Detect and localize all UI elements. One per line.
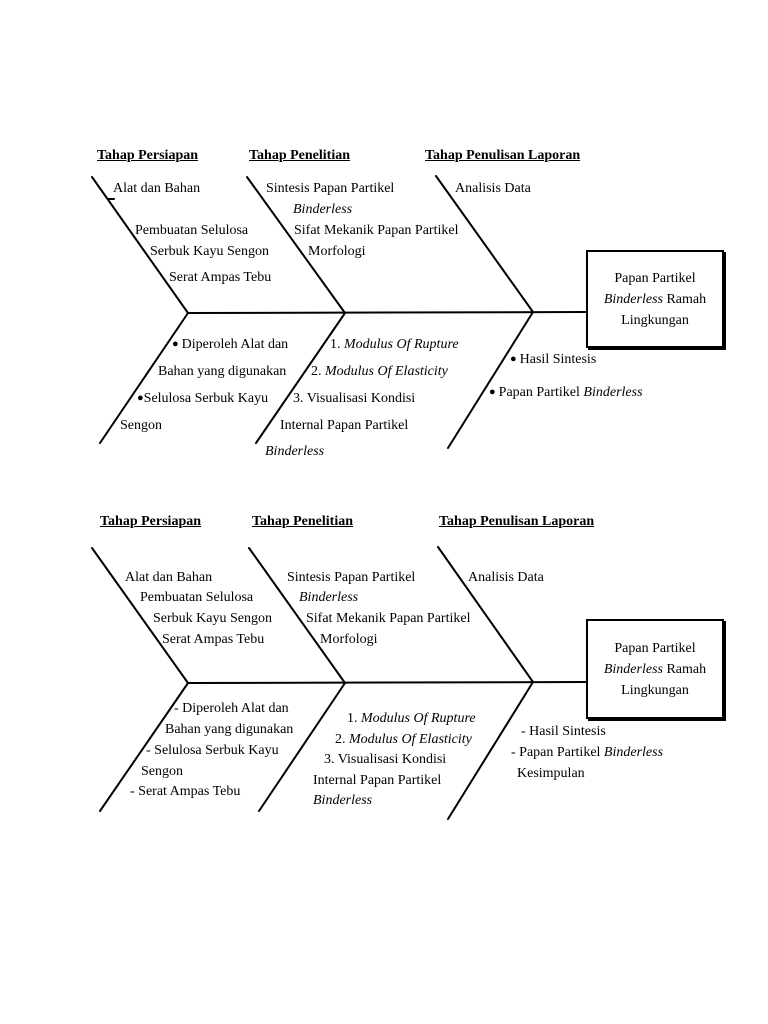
persiapan-top-item: Pembuatan Selulosa: [135, 223, 249, 238]
persiapan-bottom-item: ●Diperoleh Alat dan: [172, 337, 289, 352]
head-line-1: Papan Partikel: [614, 270, 696, 286]
fishbone-diagram-1: Tahap Persiapan Tahap Penelitian Tahap P…: [0, 140, 768, 500]
header-tahap-persiapan: Tahap Persiapan: [97, 148, 199, 163]
bone-laporan-bottom: [447, 311, 534, 449]
penelitian-bottom-item: 1. Modulus Of Rupture: [347, 711, 476, 726]
persiapan-bottom-item: Sengon: [141, 764, 183, 779]
bone-laporan-top: [437, 546, 534, 683]
fishbone-lines: [91, 175, 587, 449]
bone-persiapan-bottom: [99, 312, 189, 444]
persiapan-bottom-item: Bahan yang digunakan: [158, 364, 287, 379]
spine-line: [187, 681, 587, 684]
fish-head-box: Papan Partikel Binderless Ramah Lingkung…: [586, 619, 724, 719]
laporan-bottom-item: Kesimpulan: [517, 766, 585, 781]
persiapan-top-item: Pembuatan Selulosa: [140, 590, 254, 605]
penelitian-top-item: Morfologi: [320, 632, 378, 647]
header-tahap-persiapan: Tahap Persiapan: [100, 514, 202, 529]
penelitian-bottom-item: Binderless: [313, 793, 373, 808]
penelitian-top-item: Sifat Mekanik Papan Partikel: [294, 223, 459, 238]
persiapan-top-item: Alat dan Bahan: [125, 570, 213, 585]
bullet-icon: ●: [510, 353, 517, 365]
penelitian-top-item: Sintesis Papan Partikel: [266, 181, 395, 196]
penelitian-top-item: Binderless: [293, 202, 353, 217]
head-line-2: Binderless Ramah: [603, 291, 707, 307]
header-tahap-penulisan-laporan: Tahap Penulisan Laporan: [425, 148, 581, 163]
penelitian-top-item: Sintesis Papan Partikel: [287, 570, 416, 585]
penelitian-bottom-item: Internal Papan Partikel: [313, 773, 442, 788]
persiapan-top-item: Serat Ampas Tebu: [169, 270, 272, 285]
laporan-bottom-item: - Hasil Sintesis: [521, 724, 606, 739]
laporan-bottom-item: ●Papan Partikel Binderless: [489, 385, 643, 400]
bullet-icon: ●: [172, 338, 179, 350]
penelitian-bottom-item: 2. Modulus Of Elasticity: [335, 732, 472, 747]
penelitian-top-item: Sifat Mekanik Papan Partikel: [306, 611, 471, 626]
penelitian-bottom-item: Internal Papan Partikel: [280, 418, 409, 433]
laporan-top-item: Analisis Data: [455, 181, 531, 196]
penelitian-top-item: Binderless: [299, 590, 359, 605]
fishbone-diagram-2: Tahap Persiapan Tahap Penelitian Tahap P…: [0, 505, 768, 865]
persiapan-top-item: Serat Ampas Tebu: [162, 632, 265, 647]
fishbone-lines: [91, 546, 587, 820]
header-tahap-penelitian: Tahap Penelitian: [249, 148, 351, 163]
laporan-bottom-item: ●Hasil Sintesis: [510, 352, 597, 367]
header-tahap-penulisan-laporan: Tahap Penulisan Laporan: [439, 514, 595, 529]
bone-persiapan-top: [91, 547, 189, 684]
bone-penelitian-bottom: [255, 312, 346, 444]
penelitian-bottom-item: Binderless: [265, 444, 325, 459]
persiapan-bottom-item: ●Selulosa Serbuk Kayu: [137, 391, 269, 406]
penelitian-bottom-item: 2. Modulus Of Elasticity: [311, 364, 448, 379]
persiapan-bottom-item: - Serat Ampas Tebu: [130, 784, 241, 799]
bone-laporan-bottom: [447, 681, 534, 820]
persiapan-bottom-item: Sengon: [120, 418, 162, 433]
head-line-1: Papan Partikel: [614, 640, 696, 656]
penelitian-bottom-item: 3. Visualisasi Kondisi: [293, 391, 416, 406]
header-tahap-penelitian: Tahap Penelitian: [252, 514, 354, 529]
laporan-bottom-item: - Papan Partikel Binderless: [511, 745, 664, 760]
penelitian-top-item: Morfologi: [308, 244, 366, 259]
bone-penelitian-top: [246, 176, 346, 314]
persiapan-top-item: Serbuk Kayu Sengon: [153, 611, 272, 626]
penelitian-bottom-item: 1. Modulus Of Rupture: [330, 337, 459, 352]
persiapan-top-item: Alat dan Bahan: [113, 181, 201, 196]
head-line-2: Binderless Ramah: [603, 661, 707, 677]
bone-penelitian-top: [248, 547, 346, 684]
head-line-3: Lingkungan: [621, 682, 689, 698]
bullet-icon: ●: [489, 386, 496, 398]
persiapan-top-item: Serbuk Kayu Sengon: [150, 244, 269, 259]
bone-laporan-top: [435, 175, 534, 313]
persiapan-bottom-item: Bahan yang digunakan: [165, 722, 294, 737]
laporan-top-item: Analisis Data: [468, 570, 544, 585]
penelitian-bottom-item: 3. Visualisasi Kondisi: [324, 752, 447, 767]
fish-head-box: Papan Partikel Binderless Ramah Lingkung…: [586, 250, 724, 348]
head-line-3: Lingkungan: [621, 312, 689, 328]
spine-line: [187, 311, 587, 314]
persiapan-bottom-item: - Selulosa Serbuk Kayu: [146, 743, 279, 758]
persiapan-bottom-item: - Diperoleh Alat dan: [174, 701, 289, 716]
bone-penelitian-bottom: [258, 682, 346, 812]
bullet-icon: ●: [137, 392, 144, 404]
bone-persiapan-bottom: [99, 682, 189, 812]
